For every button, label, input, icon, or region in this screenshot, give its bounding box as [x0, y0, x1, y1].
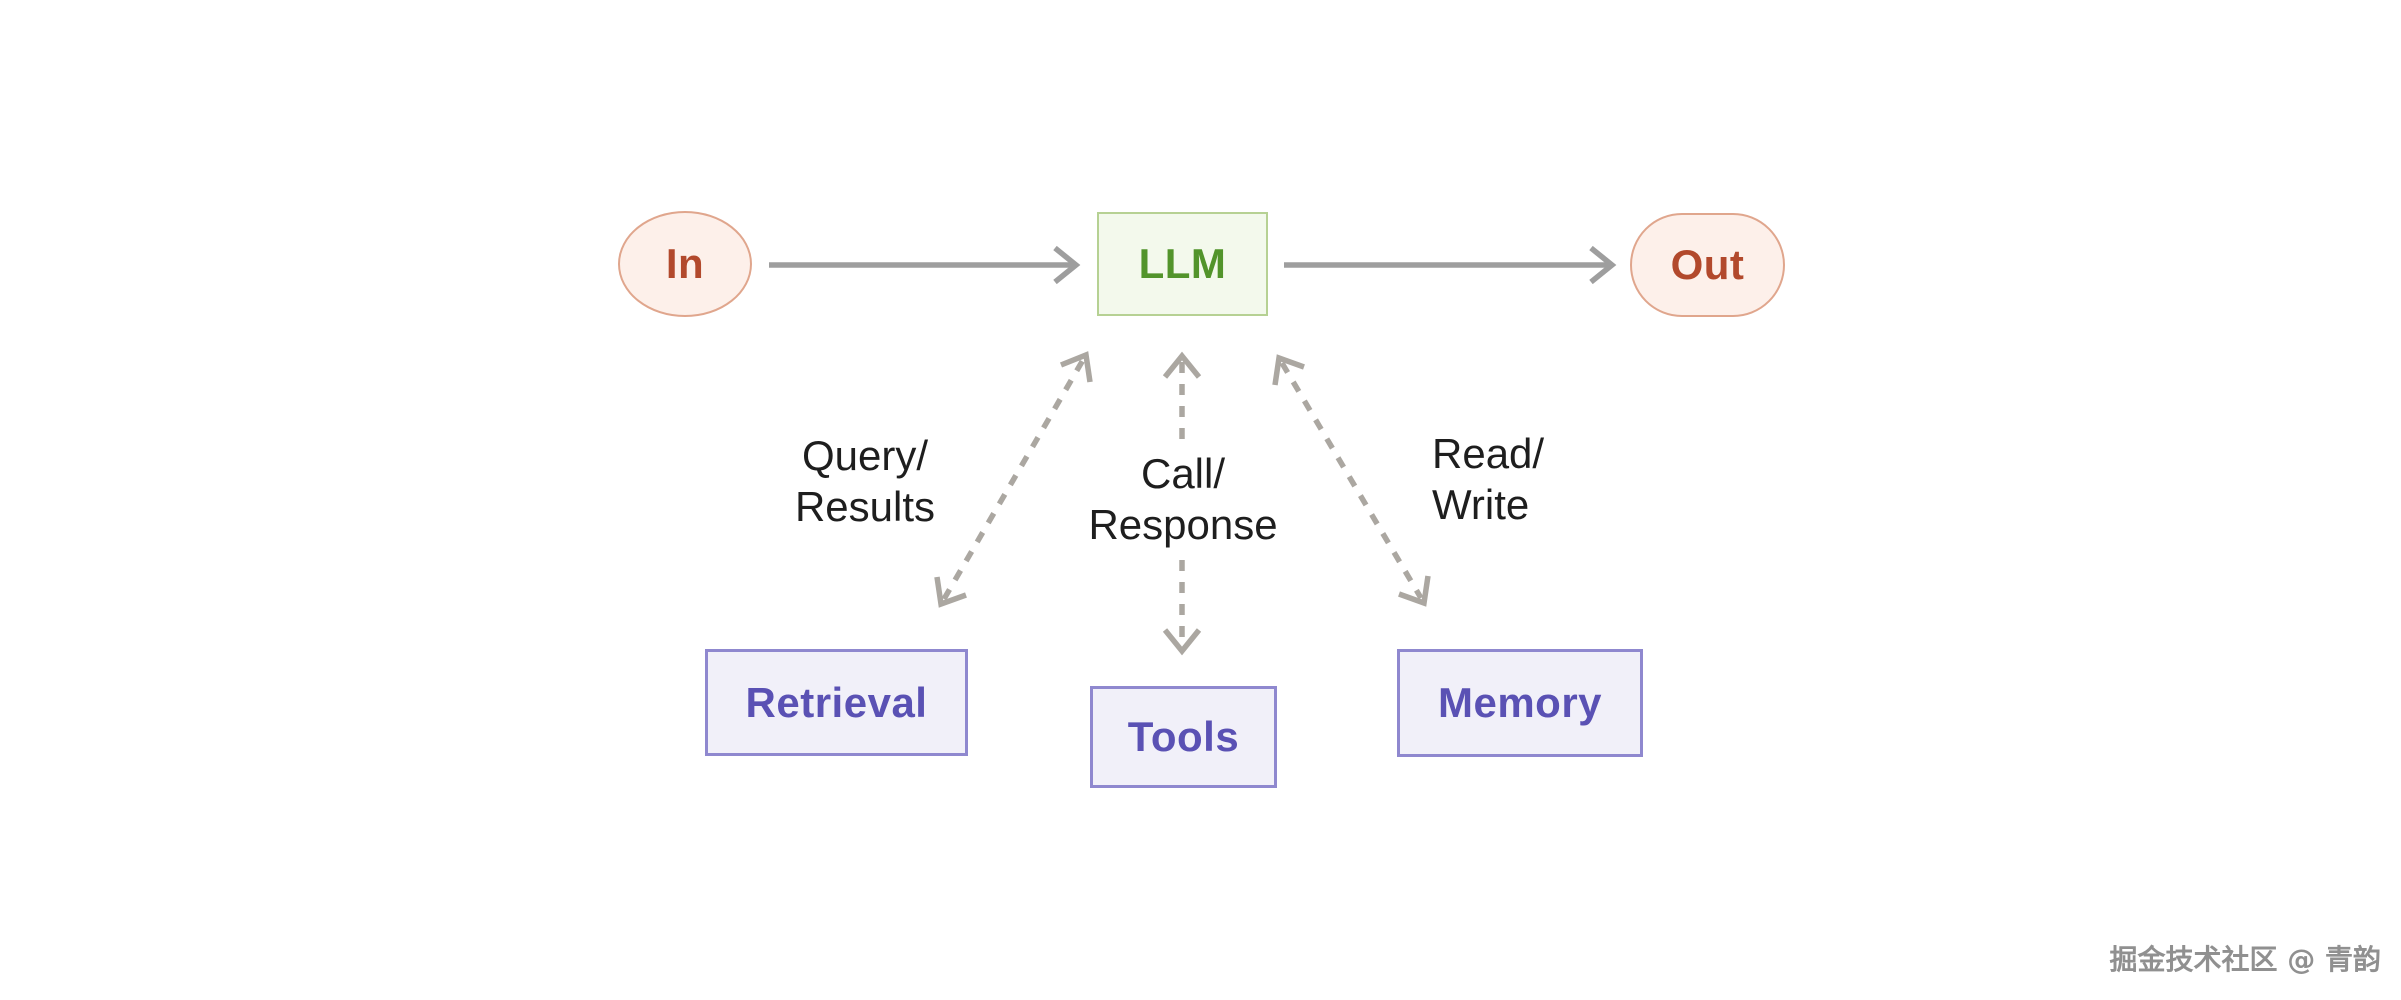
node-memory: Memory — [1397, 649, 1643, 757]
watermark: 掘金技术社区 @ 青韵 — [2109, 943, 2382, 976]
dashed-arrow-llm-retrieval — [934, 351, 1093, 608]
edge-label-read-write: Read/ Write — [1432, 428, 1544, 530]
node-tools: Tools — [1090, 686, 1277, 788]
node-llm: LLM — [1097, 212, 1268, 316]
node-out: Out — [1630, 213, 1785, 317]
node-retrieval: Retrieval — [705, 649, 968, 756]
arrow-llm-to-out — [1284, 245, 1617, 285]
edge-label-call-line1: Call/ — [1140, 450, 1226, 497]
dashed-arrow-llm-memory — [1272, 354, 1431, 607]
node-llm-label: LLM — [1138, 240, 1227, 287]
edge-label-read-line2: Write — [1432, 481, 1530, 528]
node-tools-label: Tools — [1127, 713, 1240, 760]
node-in-label: In — [665, 240, 705, 287]
edge-label-read-line1: Read/ — [1432, 430, 1545, 477]
node-memory-label: Memory — [1437, 679, 1603, 726]
edge-label-query-line2: Results — [794, 483, 936, 530]
node-retrieval-label: Retrieval — [745, 678, 928, 726]
arrow-in-to-llm — [769, 245, 1081, 285]
edge-label-call-line2: Response — [1088, 501, 1278, 548]
edge-label-query-line1: Query/ — [801, 432, 929, 479]
edge-label-call-response: Call/ Response — [1058, 444, 1308, 558]
node-in: In — [618, 211, 752, 317]
node-out-label: Out — [1670, 241, 1745, 288]
edge-label-query-results: Query/ Results — [725, 430, 1005, 532]
